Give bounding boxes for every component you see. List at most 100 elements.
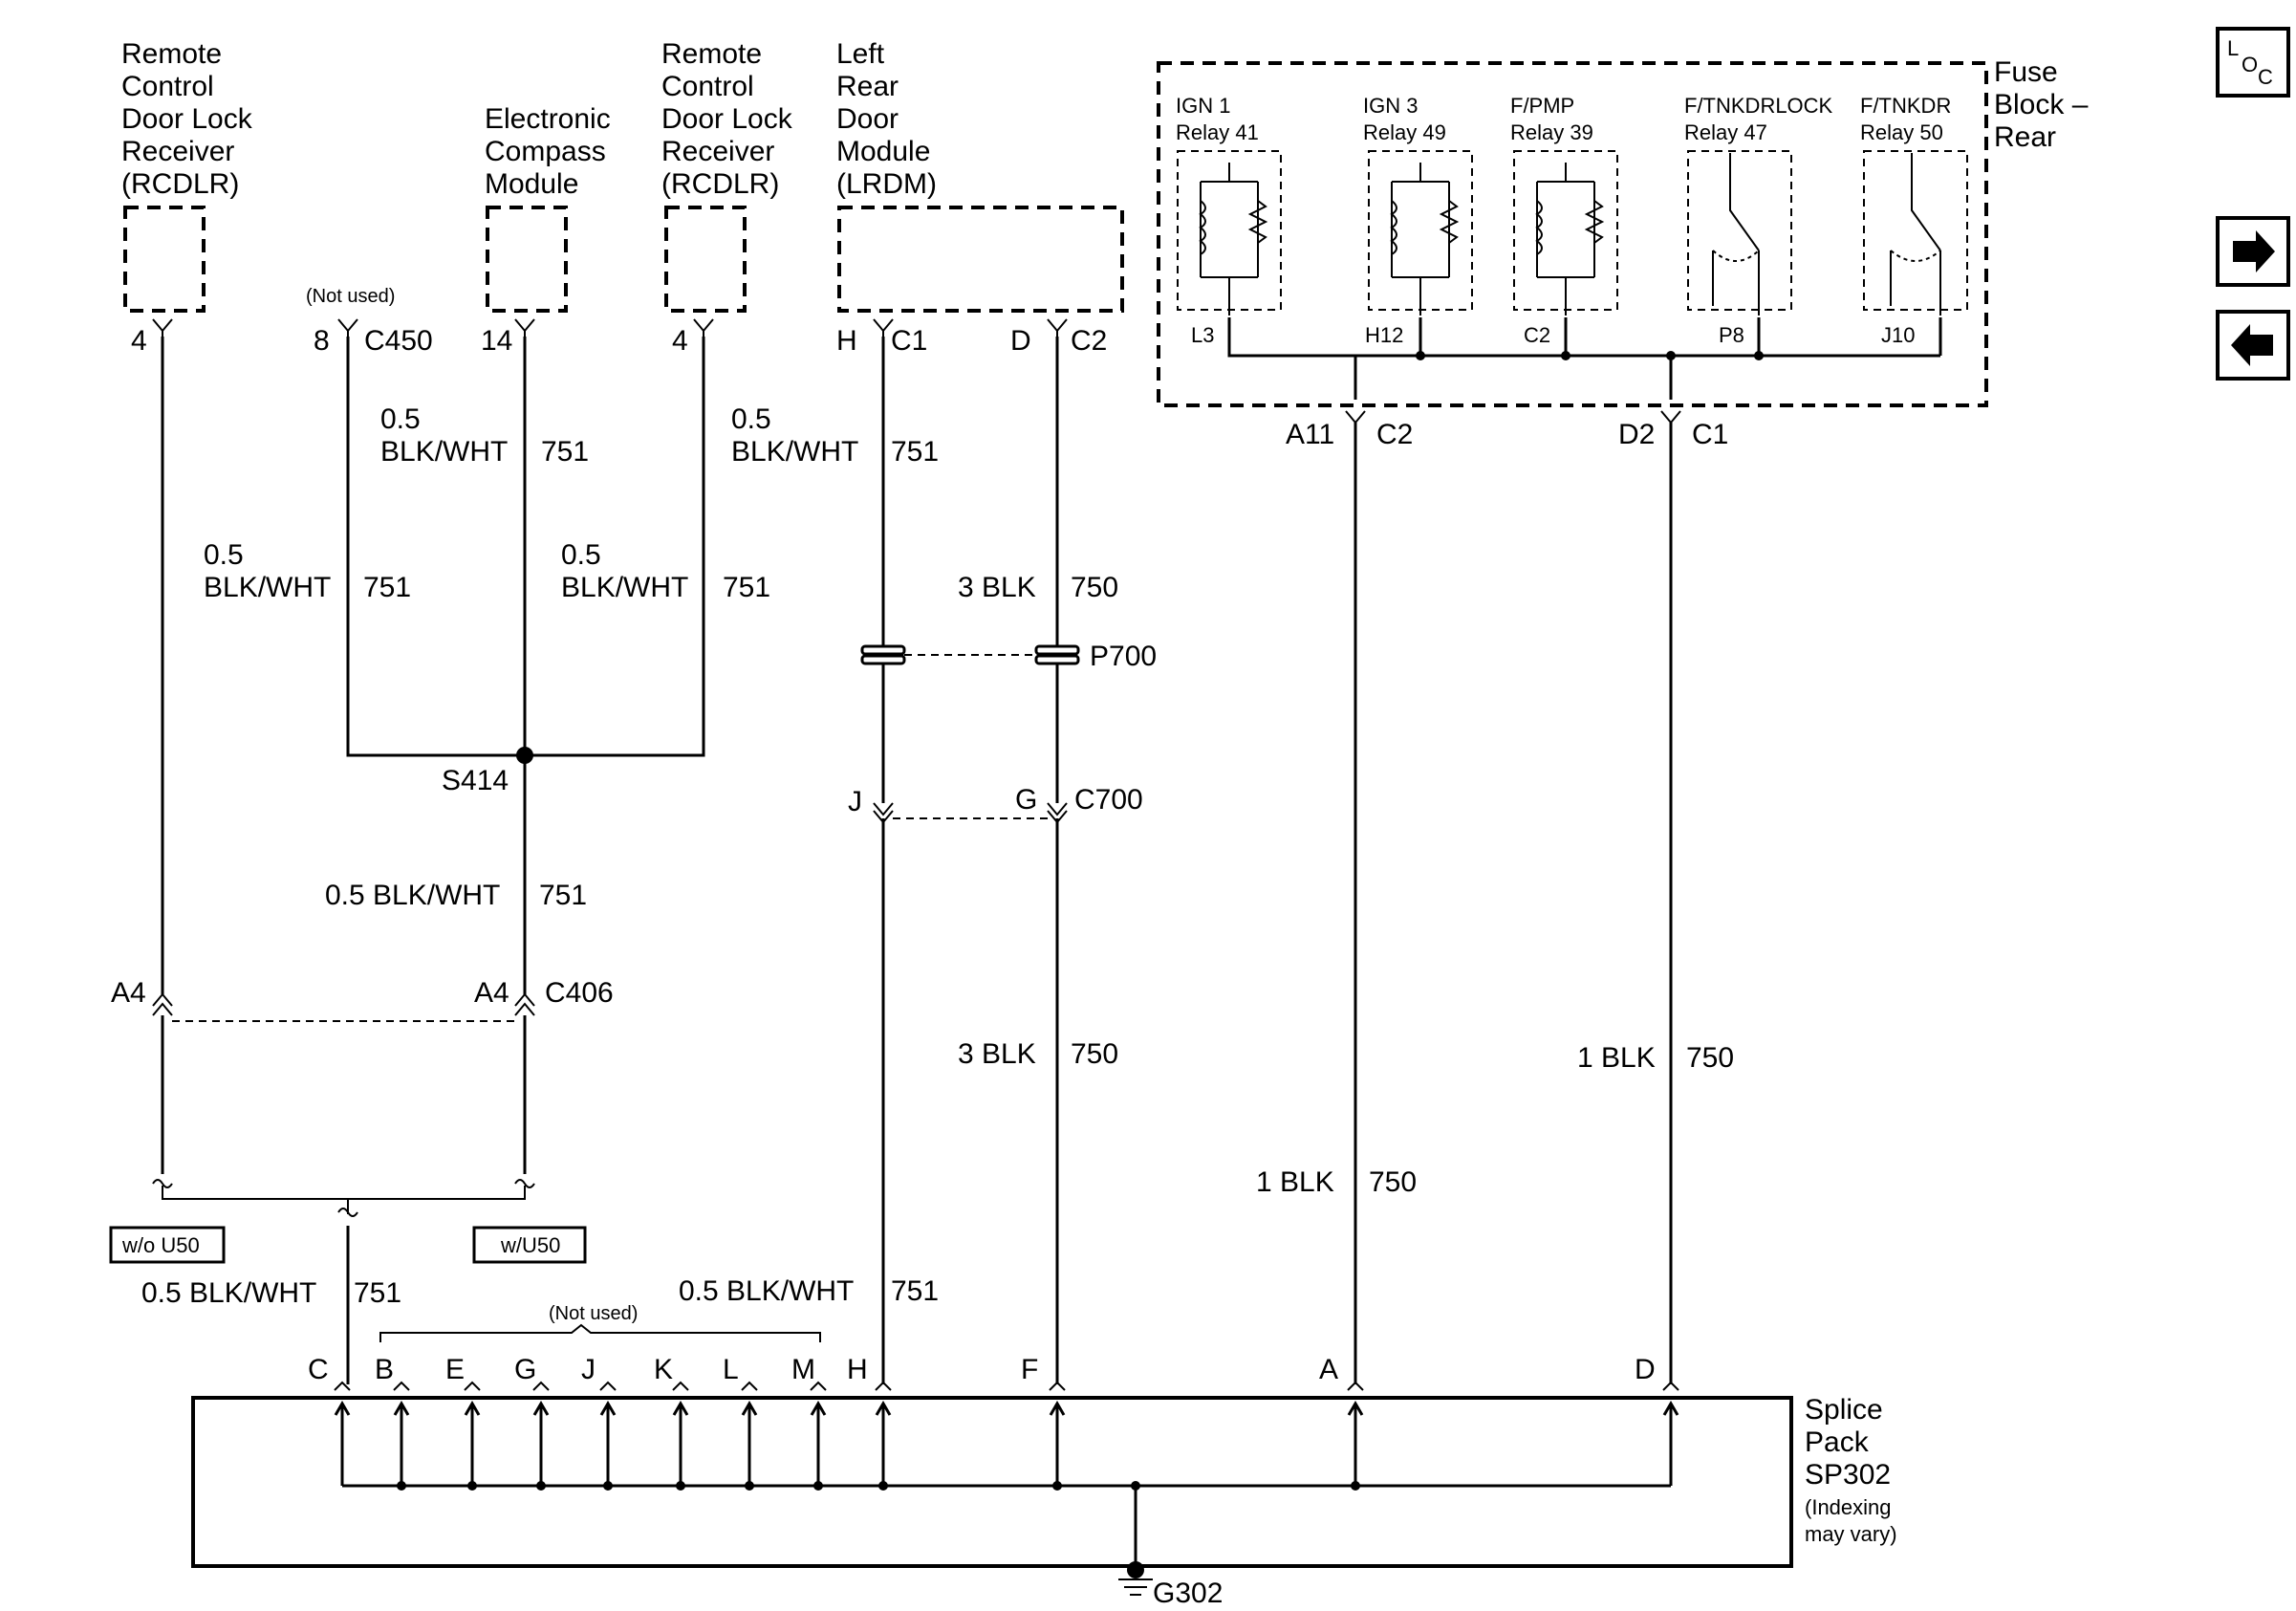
svg-text:(Not used): (Not used) <box>549 1303 638 1324</box>
splice-pin-lead <box>875 1401 892 1486</box>
svg-text:J10: J10 <box>1881 323 1915 347</box>
fuse-block-rear-label: Fuse Block – Rear <box>1994 56 2089 153</box>
splice-pin-label: M <box>791 1354 815 1385</box>
svg-text:C1: C1 <box>891 325 927 357</box>
svg-text:F/TNKDR: F/TNKDR <box>1860 94 1951 118</box>
arrow-right-icon <box>2233 230 2275 272</box>
svg-text:1 BLK: 1 BLK <box>1256 1166 1334 1198</box>
option-bracket: w/o U50 w/U50 <box>109 1179 587 1264</box>
rcdlr-right-label: Remote Control Door Lock Receiver (RCDLR… <box>661 38 793 200</box>
svg-text:C2: C2 <box>1376 419 1413 450</box>
splice-pin-connector <box>1049 1381 1066 1391</box>
splice-pack-box <box>191 1396 1793 1568</box>
lrdm-box <box>837 206 1124 313</box>
svg-text:D: D <box>1010 325 1031 357</box>
svg-text:751: 751 <box>539 880 587 911</box>
svg-text:Fuse: Fuse <box>1994 56 2058 88</box>
pin-row: 4 (Not used) 8 C450 14 4 H C1 D C2 <box>131 286 1107 357</box>
splice-pin-connector <box>810 1381 827 1391</box>
ground-g302: G302 <box>1118 1481 1223 1609</box>
svg-text:G: G <box>1015 784 1037 816</box>
svg-text:A4: A4 <box>474 977 509 1009</box>
svg-text:Module: Module <box>485 168 578 200</box>
loc-icon-o: O <box>2242 53 2258 76</box>
svg-text:BLK/WHT: BLK/WHT <box>204 572 331 603</box>
svg-text:750: 750 <box>1071 1038 1118 1070</box>
svg-text:(LRDM): (LRDM) <box>836 168 937 200</box>
svg-text:Module: Module <box>836 136 930 167</box>
svg-text:751: 751 <box>541 436 589 468</box>
relay-ign1: IGN 1 Relay 41 L3 <box>1176 94 1282 347</box>
splice-pin-lead <box>810 1401 827 1486</box>
svg-text:BLK/WHT: BLK/WHT <box>731 436 858 468</box>
splice-pin-label: C <box>308 1354 329 1385</box>
svg-text:Receiver: Receiver <box>661 136 774 167</box>
svg-text:750: 750 <box>1071 572 1118 603</box>
previous-page-button[interactable] <box>2216 310 2290 381</box>
svg-text:Relay 41: Relay 41 <box>1176 120 1259 144</box>
splice-pin-connector <box>334 1381 351 1391</box>
splice-pin-lead <box>1347 1401 1364 1486</box>
splice-pin-label: H <box>847 1354 868 1385</box>
svg-text:0.5 BLK/WHT: 0.5 BLK/WHT <box>679 1275 854 1307</box>
wire-labels: 0.5 BLK/WHT 751 0.5 BLK/WHT 751 0.5 BLK/… <box>141 403 1734 1309</box>
splice-pin-lead <box>672 1401 689 1486</box>
splice-pin-lead <box>599 1401 617 1486</box>
splice-pin-label: F <box>1021 1354 1038 1385</box>
svg-text:BLK/WHT: BLK/WHT <box>561 572 688 603</box>
svg-text:14: 14 <box>481 325 512 357</box>
splice-pin-connector <box>875 1381 892 1391</box>
svg-text:0.5: 0.5 <box>561 539 601 571</box>
svg-text:SP302: SP302 <box>1805 1459 1891 1491</box>
svg-text:Control: Control <box>121 71 214 102</box>
splice-pin-label: A <box>1319 1354 1338 1385</box>
top-connector-symbols <box>152 318 1068 337</box>
splice-pin-connector <box>532 1381 550 1391</box>
svg-text:Receiver: Receiver <box>121 136 234 167</box>
splice-pin-connector <box>1347 1381 1364 1391</box>
svg-text:Remote: Remote <box>121 38 222 70</box>
splice-pin-label: B <box>375 1354 394 1385</box>
svg-text:8: 8 <box>314 325 330 357</box>
splice-pin-connector <box>599 1381 617 1391</box>
svg-text:A4: A4 <box>111 977 146 1009</box>
svg-text:BLK/WHT: BLK/WHT <box>380 436 508 468</box>
next-page-button[interactable] <box>2216 216 2290 287</box>
svg-text:751: 751 <box>891 1275 939 1307</box>
svg-text:w/o U50: w/o U50 <box>121 1233 200 1257</box>
splice-pin-label: K <box>654 1354 673 1385</box>
svg-text:F/TNKDRLOCK: F/TNKDRLOCK <box>1684 94 1833 118</box>
svg-text:Door Lock: Door Lock <box>121 103 253 135</box>
splice-pin-label: L <box>723 1354 739 1385</box>
svg-text:Relay 50: Relay 50 <box>1860 120 1943 144</box>
c700-connector: J G C700 <box>848 784 1143 824</box>
loc-button[interactable]: L O C <box>2216 27 2290 98</box>
splice-not-used-bracket: (Not used) <box>379 1303 821 1342</box>
svg-text:D2: D2 <box>1618 419 1655 450</box>
s414-label: S414 <box>442 765 509 796</box>
relay-coil-symbols <box>1199 153 1941 316</box>
svg-text:C450: C450 <box>364 325 433 357</box>
splice-pin-lead <box>1049 1401 1066 1486</box>
svg-text:C1: C1 <box>1692 419 1728 450</box>
svg-text:0.5 BLK/WHT: 0.5 BLK/WHT <box>141 1277 316 1309</box>
svg-text:F/PMP: F/PMP <box>1510 94 1574 118</box>
svg-text:C2: C2 <box>1524 323 1550 347</box>
svg-text:Relay 49: Relay 49 <box>1363 120 1446 144</box>
svg-text:C406: C406 <box>545 977 614 1009</box>
lrdm-label: Left Rear Door Module (LRDM) <box>836 38 937 200</box>
svg-text:H12: H12 <box>1365 323 1403 347</box>
splice-pack-label: Splice Pack SP302 (Indexing may vary) <box>1805 1394 1897 1546</box>
svg-text:Remote: Remote <box>661 38 762 70</box>
svg-text:0.5: 0.5 <box>731 403 771 435</box>
svg-text:may vary): may vary) <box>1805 1522 1897 1546</box>
svg-text:Block –: Block – <box>1994 89 2089 120</box>
splice-pin-connector <box>393 1381 410 1391</box>
svg-text:Control: Control <box>661 71 754 102</box>
svg-text:Splice: Splice <box>1805 1394 1883 1426</box>
svg-text:0.5 BLK/WHT: 0.5 BLK/WHT <box>325 880 500 911</box>
compass-module-box <box>486 206 568 313</box>
svg-text:G302: G302 <box>1153 1578 1223 1609</box>
svg-text:H: H <box>836 325 857 357</box>
